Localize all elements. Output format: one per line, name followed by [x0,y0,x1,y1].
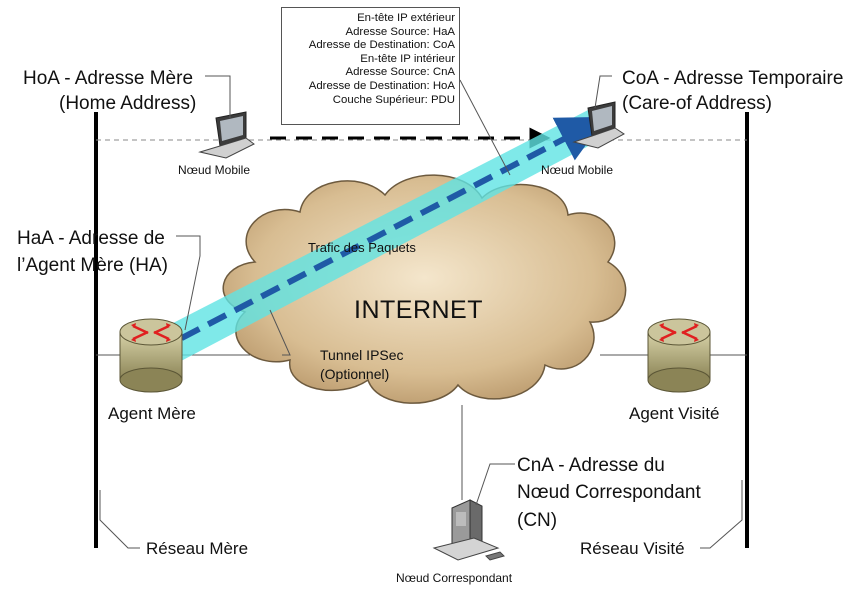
router-icon [647,318,711,393]
mobile-node-home-label: Nœud Mobile [178,163,251,177]
cna-label: CnA - Adresse du Nœud Correspondant (CN) [517,455,701,531]
hoa-label: HoA - Adresse Mère (Home Address) [23,68,196,115]
mobile-node-visited-label: Nœud Mobile [541,163,614,177]
packet-traffic-label: Trafic des Paquets [308,240,416,255]
coa-line1: CoA - Adresse Temporaire [622,68,844,89]
laptop-icon [572,101,625,149]
router-icon [119,318,183,393]
cna-line2: Nœud Correspondant [517,482,701,504]
cna-line1: CnA - Adresse du [517,455,665,476]
cna-line3: (CN) [517,509,558,531]
header-line: Adresse de Destination: CoA [308,39,455,52]
correspondent-node-label: Nœud Correspondant [396,571,513,585]
header-line: En-tête IP intérieur [360,52,455,65]
coa-line2: (Care-of Address) [622,93,772,115]
haa-line1: HaA - Adresse de [17,228,165,249]
internet-label: INTERNET [354,296,483,324]
tunnel-label: Tunnel IPSec (Optionnel) [320,347,404,382]
header-line: En-tête IP extérieur [357,12,455,24]
hoa-line1: HoA - Adresse Mère [23,68,194,89]
desktop-computer-icon [432,499,505,561]
visited-network-label: Réseau Visité [580,539,685,558]
cloud-icon [222,174,627,404]
coa-label: CoA - Adresse Temporaire (Care-of Addres… [622,68,843,115]
header-line: Adresse de Destination: HoA [308,79,455,92]
hoa-line2: (Home Address) [59,93,197,115]
laptop-icon [198,111,255,159]
tunnel-line1: Tunnel IPSec [320,347,404,363]
haa-line2: l’Agent Mère (HA) [17,255,168,277]
header-line: Couche Supérieur: PDU [332,93,455,106]
header-line: Adresse Source: CnA [345,66,455,79]
visited-agent-label: Agent Visité [629,404,720,423]
home-network-label: Réseau Mère [146,539,249,558]
tunnel-line2: (Optionnel) [320,365,390,382]
home-agent-label: Agent Mère [108,404,196,423]
header-line: Adresse Source: HaA [345,25,455,38]
packet-header-box: En-tête IP extérieur Adresse Source: HaA… [281,7,460,125]
callout-lines [99,75,743,549]
packet-flow-arrow [153,116,607,355]
haa-label: HaA - Adresse de l’Agent Mère (HA) [17,228,168,277]
